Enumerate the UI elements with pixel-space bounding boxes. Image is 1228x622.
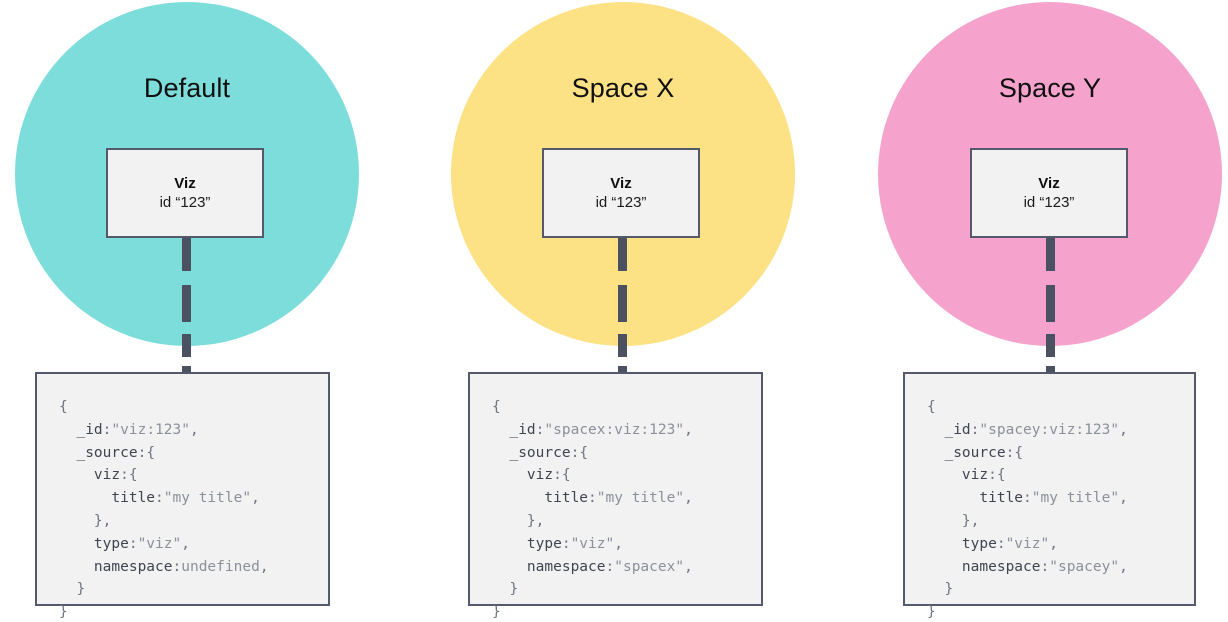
code-line: _id:"viz:123", [76,421,199,438]
dash-segment [182,334,191,357]
code-line: viz:{ [93,467,138,484]
code-line: { [492,399,501,415]
code-line: title:"my title", [111,490,260,507]
code-line: } [927,604,936,621]
viz-node-spacex: Viz id “123” [542,148,700,238]
connector-dashed-spacex [618,238,627,374]
code-line: { [927,399,936,415]
document-json-spacey: { _id:"spacey:viz:123", _source:{ viz:{ … [903,372,1196,620]
code-line: } [492,604,501,621]
dash-segment [1046,238,1055,271]
space-title-spacey: Space Y [998,73,1102,103]
dash-segment [618,285,627,322]
code-line: } [944,581,954,598]
code-line: _source:{ [76,444,156,461]
code-line: namespace:"spacey", [961,558,1128,575]
dash-segment [618,366,627,374]
code-line: type:"viz", [961,535,1058,552]
dash-segment [1046,285,1055,322]
code-line: _id:"spacex:viz:123", [509,421,693,438]
code-line: title:"my title", [544,490,693,507]
space-title-spacex: Space X [571,73,675,103]
viz-type-label: Viz [174,174,196,192]
dash-segment [182,238,191,271]
viz-type-label: Viz [610,174,632,192]
code-line: viz:{ [961,467,1006,484]
document-json-spacex: { _id:"spacex:viz:123", _source:{ viz:{ … [468,372,763,620]
viz-id-label: id “123” [159,193,211,211]
dash-segment [1046,334,1055,357]
viz-node-default: Viz id “123” [106,148,264,238]
code-line: } [509,581,519,598]
document-json-default: { _id:"viz:123", _source:{ viz:{ title:"… [35,372,330,620]
code-line: }, [93,512,112,529]
dash-segment [1046,366,1055,374]
code-line: }, [961,512,980,529]
code-line: namespace:undefined, [93,558,269,575]
code-line: } [59,604,68,621]
dash-segment [182,366,191,374]
viz-type-label: Viz [1038,174,1060,192]
space-title-default: Default [143,73,231,103]
code-line: }, [526,512,545,529]
code-line: viz:{ [526,467,571,484]
code-line: title:"my title", [979,490,1128,507]
dash-segment [182,285,191,322]
code-line: _id:"spacey:viz:123", [944,421,1128,438]
dash-segment [618,238,627,271]
viz-id-label: id “123” [595,193,647,211]
dash-segment [618,334,627,357]
code-line: type:"viz", [93,535,190,552]
connector-dashed-spacey [1046,238,1055,374]
code-line: type:"viz", [526,535,623,552]
code-line: _source:{ [944,444,1024,461]
code-line: _source:{ [509,444,589,461]
code-line: } [76,581,86,598]
viz-id-label: id “123” [1023,193,1075,211]
code-line: { [59,399,68,415]
viz-node-spacey: Viz id “123” [970,148,1128,238]
code-line: namespace:"spacex", [526,558,693,575]
connector-dashed-default [182,238,191,374]
